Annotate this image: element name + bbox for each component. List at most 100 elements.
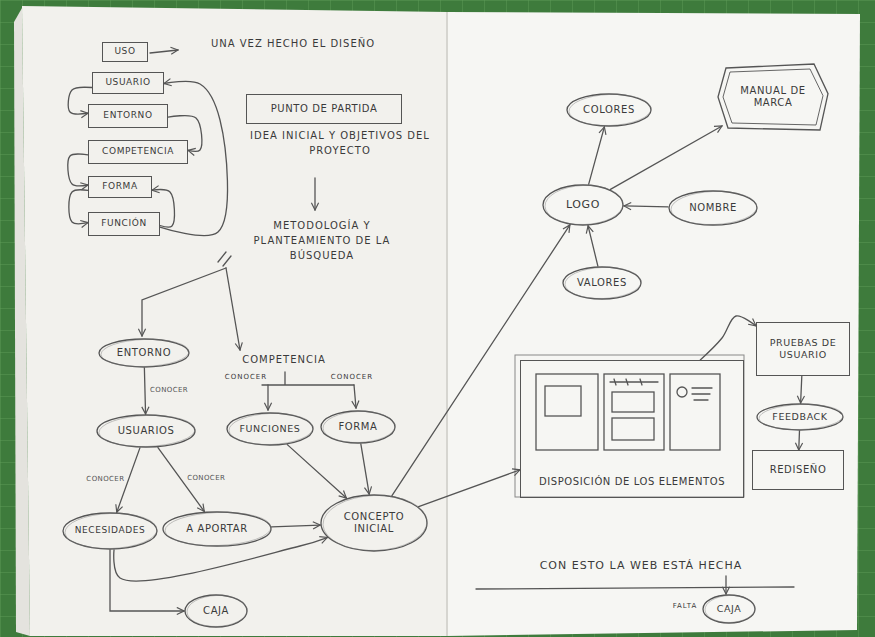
node-text: FUNCIONES — [236, 423, 305, 435]
node-text: FUNCIÓN — [97, 218, 150, 229]
box-ellipse: CAJA — [702, 594, 756, 624]
flow-connector — [361, 444, 369, 494]
flow-connector — [117, 448, 140, 512]
flow-arrow — [725, 576, 726, 594]
flow-connector — [624, 206, 668, 207]
conclusion-text: CON ESTO LA WEB ESTÁ HECHA — [476, 558, 806, 575]
right-page — [447, 12, 860, 636]
ellipse-sketch — [568, 93, 651, 127]
flow-connector — [392, 225, 570, 496]
node-text: DISPOSICIÓN DE LOS ELEMENTOS — [535, 476, 729, 489]
wireframe-avatar — [677, 387, 687, 397]
ellipse-sketch — [322, 494, 428, 553]
wireframe-block — [612, 418, 654, 440]
node-text: ENTORNO — [113, 347, 175, 360]
topic-ellipse: A APORTAR — [162, 511, 272, 547]
node-text: NECESIDADES — [71, 525, 150, 536]
ellipse-stroke — [321, 411, 395, 443]
topic-ellipse: FORMA — [320, 410, 396, 444]
concept-ellipse: CONCEPTO INICIAL — [320, 494, 428, 552]
flow-connector — [152, 190, 174, 227]
wireframe-panel — [670, 374, 720, 450]
flow-connector — [272, 525, 321, 527]
wireframe-block — [612, 392, 654, 412]
ellipse-stroke — [757, 404, 843, 430]
ellipse-sketch — [322, 410, 395, 443]
topic-ellipse: ENTORNO — [98, 338, 190, 368]
topic-ellipse: COLORES — [566, 93, 652, 127]
topic-ellipse: NECESIDADES — [62, 512, 158, 550]
arrow-note: CONOCER — [330, 372, 374, 383]
ellipse-sketch — [544, 184, 623, 226]
split-arrow — [142, 268, 226, 336]
ellipse-sketch — [98, 414, 195, 448]
ellipse-stroke — [97, 415, 195, 447]
node-text: NOMBRE — [685, 202, 741, 215]
flow-connector — [110, 550, 184, 611]
box-ellipse: CAJA — [184, 594, 248, 628]
arrow-note: CONOCER — [224, 372, 268, 383]
ellipse-stroke — [567, 94, 651, 126]
node-text: USUARIOS — [114, 425, 179, 438]
ellipse-sketch — [228, 412, 313, 446]
ellipse-sketch — [186, 594, 247, 627]
list-box: COMPETENCIA — [88, 140, 188, 164]
wireframe-lines — [692, 388, 712, 400]
ellipse-stroke — [563, 267, 641, 299]
node-text: COLORES — [579, 104, 639, 117]
note-text: FALTA — [668, 601, 702, 612]
flow-connector — [114, 538, 328, 582]
topic-ellipse: USUARIOS — [96, 414, 196, 448]
wireframe-panel — [536, 374, 598, 450]
node-text: CONCEPTO INICIAL — [320, 511, 428, 536]
node-text: COMPETENCIA — [98, 146, 178, 157]
node-text: PRUEBAS DE USUARIO — [757, 337, 849, 361]
flow-connector — [144, 368, 145, 414]
edge-label: CONOCER — [187, 474, 225, 482]
logo-ellipse: LOGO — [542, 184, 624, 226]
node-text: A APORTAR — [182, 523, 252, 536]
edge-label: CONOCER — [86, 475, 124, 483]
node-text: PUNTO DE PARTIDA — [267, 103, 382, 116]
ellipse-sketch — [164, 511, 271, 548]
start-box: PUNTO DE PARTIDA — [246, 94, 402, 124]
list-box: ENTORNO — [88, 104, 168, 128]
edge-label: CONOCER — [150, 386, 188, 394]
topic-ellipse: FEEDBACK — [756, 403, 844, 431]
flow-connector — [801, 376, 802, 403]
flow-connector — [419, 470, 520, 507]
wireframe-menu — [610, 379, 658, 385]
list-box: USUARIO — [92, 72, 164, 94]
topic-ellipse: VALORES — [562, 266, 642, 300]
topic-ellipse: FUNCIONES — [226, 412, 314, 446]
flow-connector — [287, 445, 346, 498]
ellipse-stroke — [703, 595, 755, 623]
note-text: METODOLOGÍA Y PLANTEAMIENTO DE LA BÚSQUE… — [232, 218, 412, 263]
gutter — [446, 12, 448, 636]
node-text: CAJA — [199, 605, 233, 618]
process-box: REDISEÑO — [752, 450, 844, 490]
ellipse-sketch — [101, 338, 190, 368]
flow-connector — [798, 431, 800, 450]
hex-stroke — [718, 64, 828, 130]
flow-connector — [589, 127, 605, 184]
process-box: PRUEBAS DE USUARIO — [756, 322, 850, 376]
node-text: VALORES — [573, 277, 631, 290]
wireframe-panel — [604, 374, 664, 450]
layout-box: DISPOSICIÓN DE LOS ELEMENTOS — [520, 360, 744, 498]
tick-marks — [218, 252, 231, 266]
node-text: ENTORNO — [99, 110, 156, 121]
node-text: MANUAL DE MARCA — [718, 85, 828, 110]
split-arrow — [267, 385, 268, 410]
flow-connector — [160, 81, 228, 235]
ellipse-stroke — [227, 413, 313, 445]
flow-connector — [158, 448, 204, 512]
node-text: REDISEÑO — [766, 464, 831, 477]
list-box: FORMA — [88, 176, 152, 198]
node-text: LOGO — [562, 198, 604, 212]
left-page — [22, 6, 447, 636]
